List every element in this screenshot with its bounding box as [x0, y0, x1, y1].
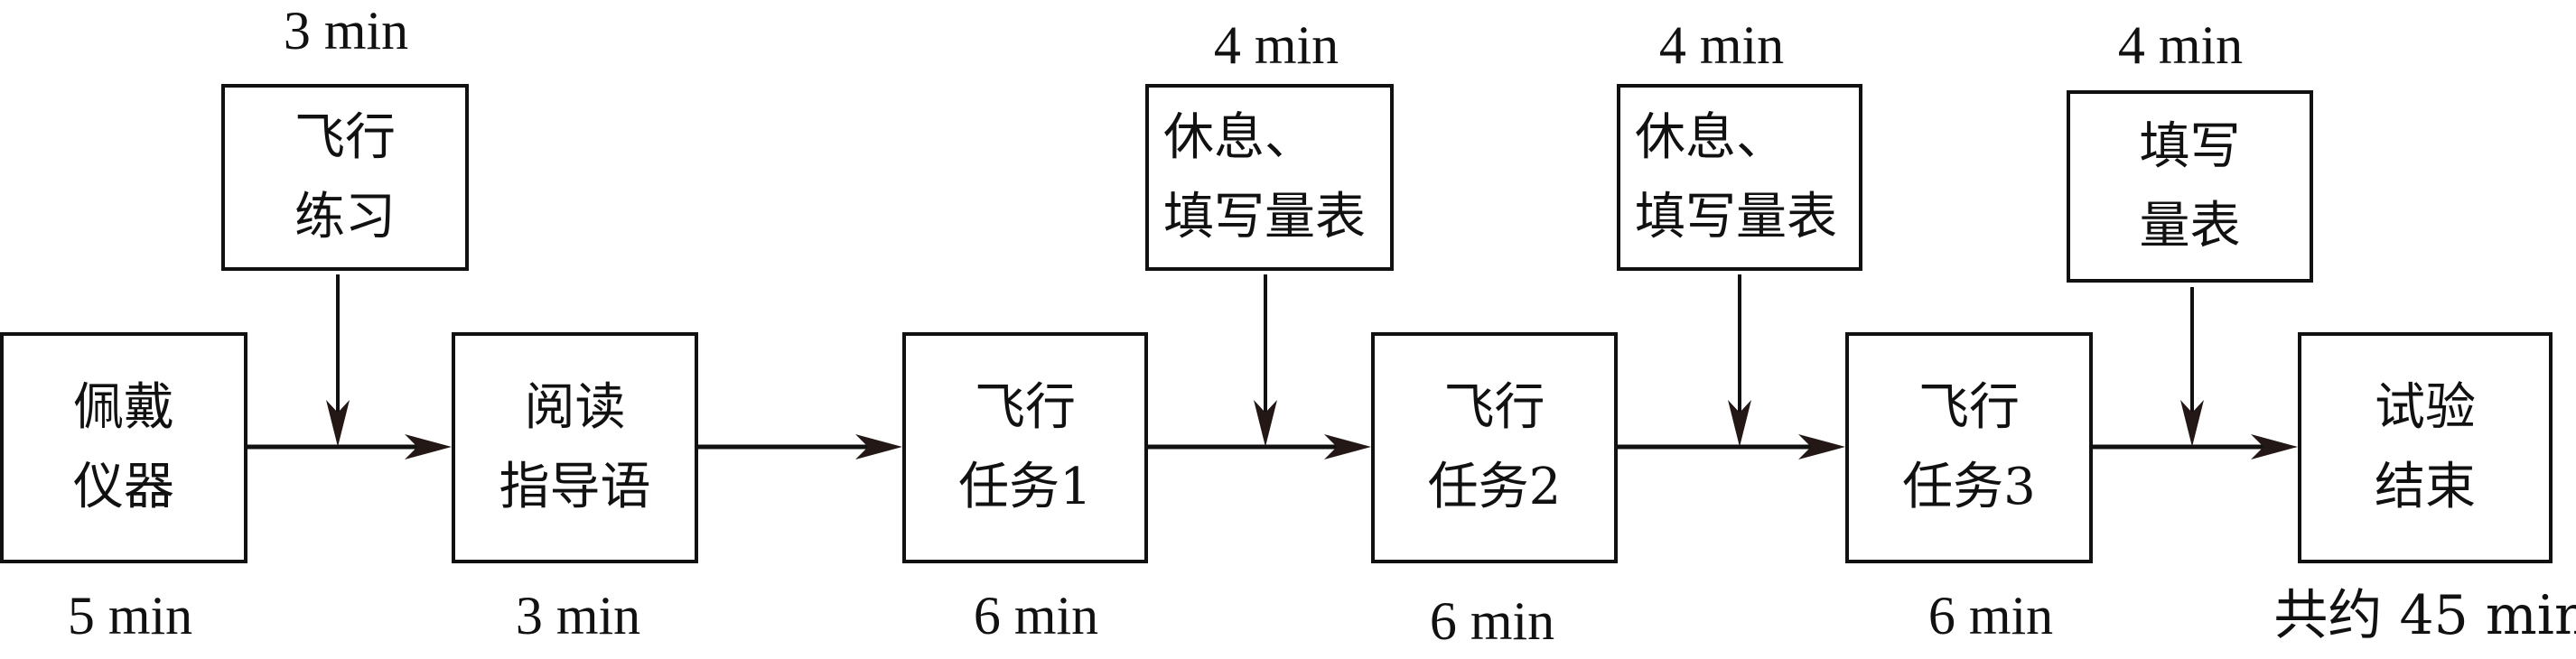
duration-label-task3: 6 min	[1927, 586, 2054, 645]
duration-label-rest1: 4 min	[1213, 15, 1339, 75]
side-step-label: 飞行	[294, 107, 396, 167]
step-label: 结束	[2375, 458, 2476, 516]
step-label: 任务1	[958, 458, 1092, 516]
step-label: 仪器	[73, 458, 174, 516]
total-duration-label: 共约 45 min	[2273, 584, 2576, 647]
arrowhead-down-icon	[2180, 400, 2204, 447]
side-step-label: 量表	[2139, 196, 2241, 255]
duration-label-practice: 3 min	[283, 1, 409, 60]
side-box-survey: 填写 量表	[2067, 90, 2313, 283]
step-label: 指导语	[499, 458, 651, 516]
step-box-read-instructions: 阅读 指导语	[452, 332, 698, 563]
step-label: 飞行	[975, 378, 1076, 437]
side-step-label: 填写量表	[1635, 187, 1837, 246]
step-box-task1: 飞行 任务1	[902, 332, 1148, 563]
side-box-practice: 飞行 练习	[221, 84, 469, 271]
side-box-rest1: 休息、 填写量表	[1145, 84, 1394, 271]
arrowhead-down-icon	[1728, 400, 1751, 447]
step-label: 任务3	[1902, 458, 2036, 516]
duration-label-task1: 6 min	[973, 586, 1099, 645]
arrowhead-right-icon	[1324, 434, 1371, 459]
arrowhead-down-icon	[1254, 400, 1277, 447]
step-box-task2: 飞行 任务2	[1371, 332, 1618, 563]
arrowhead-right-icon	[855, 434, 902, 459]
step-label: 佩戴	[73, 378, 174, 437]
side-step-label: 练习	[294, 187, 396, 246]
arrowhead-down-icon	[326, 400, 350, 447]
arrowhead-right-icon	[405, 434, 452, 459]
side-step-label: 休息、	[1635, 107, 1787, 167]
step-label: 任务2	[1427, 458, 1562, 516]
duration-label-rest2: 4 min	[1658, 15, 1785, 75]
duration-label-read: 3 min	[515, 586, 641, 645]
step-box-wear: 佩戴 仪器	[0, 332, 247, 563]
duration-label-wear: 5 min	[67, 586, 193, 645]
step-label: 飞行	[1918, 378, 2020, 437]
arrowhead-right-icon	[1798, 434, 1845, 459]
side-step-label: 填写量表	[1163, 187, 1366, 246]
step-label: 阅读	[524, 378, 626, 437]
duration-label-survey: 4 min	[2117, 15, 2244, 75]
side-box-rest2: 休息、 填写量表	[1617, 84, 1862, 271]
step-box-end: 试验 结束	[2298, 332, 2553, 563]
step-label: 试验	[2375, 378, 2476, 437]
step-box-task3: 飞行 任务3	[1845, 332, 2093, 563]
side-step-label: 休息、	[1163, 107, 1315, 167]
arrowhead-right-icon	[2251, 434, 2298, 459]
step-label: 飞行	[1443, 378, 1545, 437]
side-step-label: 填写	[2139, 116, 2241, 176]
duration-label-task2: 6 min	[1429, 591, 1555, 651]
